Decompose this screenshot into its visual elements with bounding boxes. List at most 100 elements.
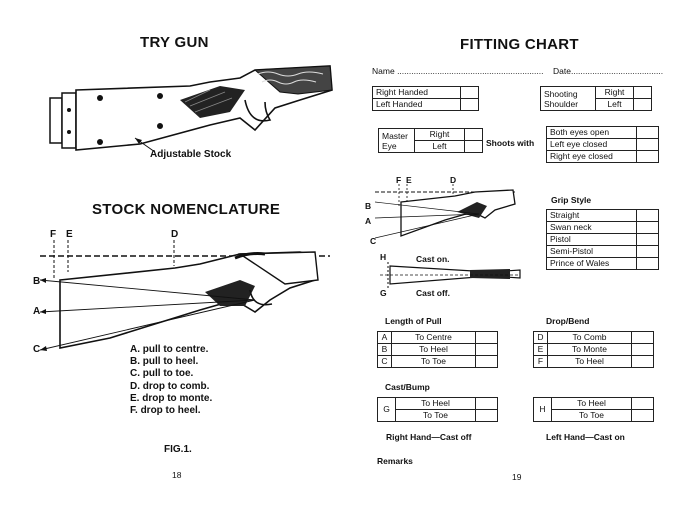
eye-right-box[interactable] <box>464 128 483 141</box>
grip-style-table: Straight Swan neck Pistol Semi-Pistol Pr… <box>546 209 659 270</box>
left-hand-cast-label: Left Hand—Cast on <box>546 432 625 442</box>
grip-style-title: Grip Style <box>551 195 592 205</box>
cast-h-label: To Heel <box>551 397 632 410</box>
grip-option-box[interactable] <box>636 245 659 258</box>
nom-letter-a: A <box>33 306 41 317</box>
nomenclature-list: A. pull to centre. B. pull to heel. C. p… <box>130 344 212 417</box>
grip-option-box[interactable] <box>636 221 659 234</box>
cast-bump-title: Cast/Bump <box>385 382 430 392</box>
grip-option-box[interactable] <box>636 257 659 270</box>
right-hand-cast-label: Right Hand—Cast off <box>386 432 472 442</box>
cast-h-letter: H <box>533 397 552 422</box>
nom-letter-b: B <box>33 276 41 287</box>
nomenclature-item: B. pull to heel. <box>130 356 199 368</box>
cast-h-label: To Toe <box>551 409 632 422</box>
cast-g-letter: G <box>377 397 396 422</box>
diag-letter-d: D <box>450 175 457 185</box>
shoulder-left-label: Left <box>595 98 634 111</box>
pull-label: To Toe <box>391 355 476 368</box>
shoots-option-box[interactable] <box>636 126 659 139</box>
right-handed-label: Right Handed <box>372 86 461 99</box>
stock-nomenclature-title: STOCK NOMENCLATURE <box>92 201 281 218</box>
cast-on-label: Cast on. <box>416 254 450 264</box>
pull-label: To Heel <box>391 343 476 356</box>
drop-value[interactable] <box>631 355 654 368</box>
grip-option-box[interactable] <box>636 209 659 222</box>
shoots-with-label: Shoots with <box>486 138 535 148</box>
nomenclature-item: F. drop to heel. <box>130 405 201 417</box>
eye-left-label: Left <box>414 140 465 153</box>
figure-label: FIG.1. <box>164 444 192 455</box>
drop-letter: D <box>533 331 548 344</box>
grip-option: Pistol <box>546 233 637 246</box>
shoots-option-box[interactable] <box>636 138 659 151</box>
stock-nomenclature-diagram <box>40 240 330 351</box>
diag-letter-g: G <box>380 288 387 298</box>
shoulder-right-label: Right <box>595 86 634 99</box>
grip-option: Semi-Pistol <box>546 245 637 258</box>
pull-letter: B <box>377 343 392 356</box>
pull-value[interactable] <box>475 343 498 356</box>
cast-g-label: To Toe <box>395 409 476 422</box>
handedness-table: Right Handed Left Handed <box>372 86 479 111</box>
diag-letter-h: H <box>380 252 387 262</box>
fitting-chart-title: FITTING CHART <box>460 36 579 53</box>
grip-option: Prince of Wales <box>546 257 637 270</box>
fitting-stock-diagram <box>375 184 516 239</box>
nomenclature-item: A. pull to centre. <box>130 344 209 355</box>
date-field[interactable]: Date....................................… <box>553 66 664 76</box>
nom-letter-f: F <box>50 229 57 240</box>
try-gun-illustration <box>49 65 333 153</box>
drop-label: To Heel <box>547 355 632 368</box>
length-of-pull-title: Length of Pull <box>385 316 442 326</box>
name-field[interactable]: Name ...................................… <box>372 66 544 76</box>
shoulder-right-box[interactable] <box>633 86 652 99</box>
nom-letter-d: D <box>171 229 179 240</box>
diag-letter-e: E <box>406 175 412 185</box>
pull-letter: C <box>377 355 392 368</box>
cast-diagram <box>380 262 521 288</box>
drop-letter: E <box>533 343 548 356</box>
adjustable-stock-label: Adjustable Stock <box>150 149 232 160</box>
grip-option-box[interactable] <box>636 233 659 246</box>
cast-h-value[interactable] <box>631 409 654 422</box>
pull-value[interactable] <box>475 331 498 344</box>
diag-letter-b: B <box>365 201 372 211</box>
diag-letter-a: A <box>365 216 372 226</box>
shoulder-left-box[interactable] <box>633 98 652 111</box>
cast-h-value[interactable] <box>631 397 654 410</box>
cast-g-value[interactable] <box>475 409 498 422</box>
left-handed-box[interactable] <box>460 98 479 111</box>
drop-value[interactable] <box>631 343 654 356</box>
pull-letter: A <box>377 331 392 344</box>
drop-value[interactable] <box>631 331 654 344</box>
grip-option: Straight <box>546 209 637 222</box>
cast-off-label: Cast off. <box>416 288 450 298</box>
try-gun-title: TRY GUN <box>140 34 209 51</box>
pull-value[interactable] <box>475 355 498 368</box>
nom-letter-c: C <box>33 344 41 355</box>
nomenclature-item: C. pull to toe. <box>130 368 194 380</box>
grip-option: Swan neck <box>546 221 637 234</box>
shoots-with-table: Both eyes open Left eye closed Right eye… <box>546 126 659 163</box>
shoots-option-box[interactable] <box>636 150 659 163</box>
cast-g-value[interactable] <box>475 397 498 410</box>
eye-right-label: Right <box>414 128 465 141</box>
left-handed-label: Left Handed <box>372 98 461 111</box>
eye-left-box[interactable] <box>464 140 483 153</box>
drop-label: To Comb <box>547 331 632 344</box>
diag-letter-c: C <box>370 236 377 246</box>
right-handed-box[interactable] <box>460 86 479 99</box>
shoots-option: Right eye closed <box>546 150 637 163</box>
pull-label: To Centre <box>391 331 476 344</box>
remarks-label: Remarks <box>377 456 413 466</box>
page-number-left: 18 <box>172 470 182 480</box>
drop-bend-title: Drop/Bend <box>546 316 590 326</box>
diag-letter-f: F <box>396 175 402 185</box>
drop-label: To Monte <box>547 343 632 356</box>
